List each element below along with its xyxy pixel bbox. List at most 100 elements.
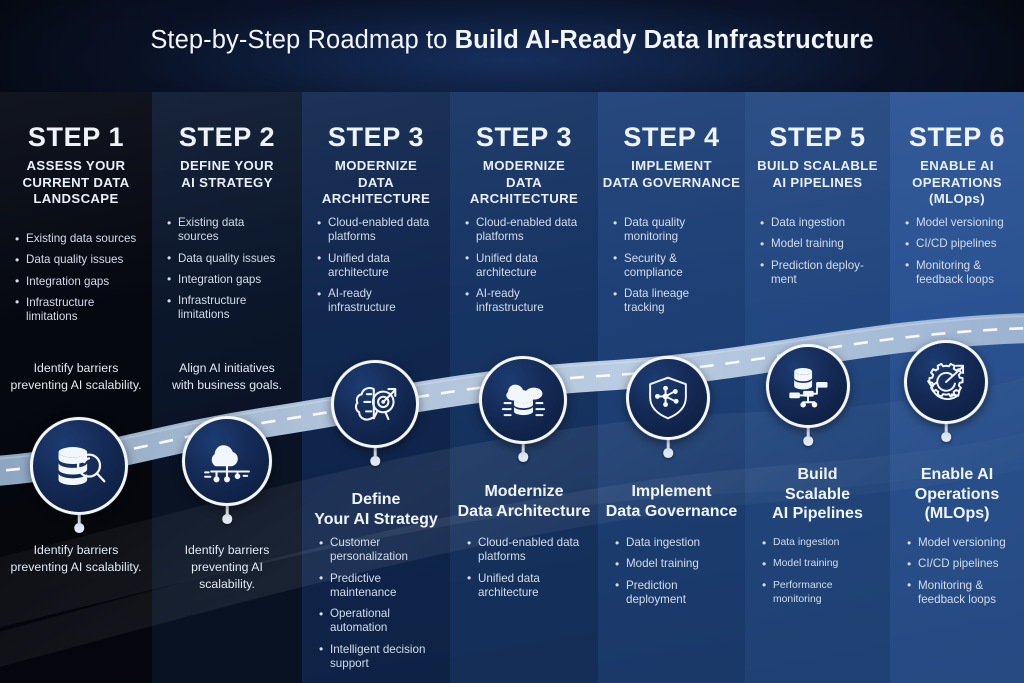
bullet-item: Integration gaps <box>14 274 138 289</box>
bullet-item: Cloud-enabled data platforms <box>316 216 436 245</box>
bullet-item: Model training <box>614 557 729 572</box>
step-medallion-2 <box>182 416 272 532</box>
step-medallion-4 <box>479 356 567 470</box>
header-banner: Step-by-Step Roadmap to Build AI-Ready D… <box>0 0 1024 92</box>
bullet-item: Existing data sources <box>14 231 138 246</box>
step-bullets-4: Cloud-enabled data platformsUnified data… <box>450 216 598 323</box>
step-bullets-7: Model versioningCI/CD pipelinesMonitorin… <box>890 215 1024 294</box>
step-number-1: STEP 1 <box>27 122 125 152</box>
bullet-item: Prediction deployment <box>614 578 729 608</box>
bullet-item: Data quality issues <box>166 251 288 266</box>
bullet-item: Integration gaps <box>166 272 288 287</box>
medallion-knob <box>663 448 673 458</box>
bullet-item: Data quality monitoring <box>612 216 731 245</box>
step-medallion-1 <box>30 417 128 541</box>
bullet-item: Cloud-enabled data platforms <box>466 536 582 565</box>
medallion-knob <box>74 523 84 533</box>
bullet-item: Infrastructure limitations <box>166 294 288 323</box>
step-number-3: STEP 3 <box>327 122 425 152</box>
bullet-item: Data ingestion <box>614 535 729 550</box>
bullet-item: CI/CD pipelines <box>904 237 1010 252</box>
bullet-item: AI-ready infrastructure <box>464 287 584 316</box>
medallion-knob <box>518 452 528 462</box>
bullet-item: Data quality issues <box>14 253 138 268</box>
step-bullets-3: Cloud-enabled data platformsUnified data… <box>302 216 450 323</box>
bullet-item: Data lineage tracking <box>612 287 731 316</box>
bullet-item: Intelligent decision support <box>318 642 434 672</box>
bullet-item: Unified data architecture <box>316 251 436 281</box>
shield-network-icon <box>626 356 710 440</box>
step-bottom-bullets-3: Customer personalizationPredictive maint… <box>302 536 450 678</box>
bullet-item: AI-ready infrastructure <box>316 287 436 316</box>
bullet-item: Model training <box>761 557 874 572</box>
bullet-item: Existing data sources <box>166 216 288 245</box>
step-bottom-bullets-4: Cloud-enabled data platformsUnified data… <box>450 536 598 607</box>
medallion-knob <box>941 432 951 442</box>
medallion-knob <box>222 514 232 524</box>
bullet-item: Operational automation <box>318 607 434 636</box>
bullet-item: Customer personalization <box>318 536 434 565</box>
step-medallion-6 <box>766 344 850 454</box>
bullet-item: Model training <box>759 237 876 252</box>
cloud-network-icon <box>182 416 272 506</box>
bullet-item: Data ingestion <box>759 215 876 230</box>
bullet-item: Unified data architecture <box>464 251 584 281</box>
bullet-item: Security & compliance <box>612 251 731 281</box>
title-light: Step-by-Step Roadmap to <box>150 26 455 54</box>
bullet-item: Monitoring & feedback loops <box>904 258 1010 288</box>
medallion-knob <box>370 456 380 466</box>
bullet-item: Model versioning <box>904 215 1010 230</box>
database-pipeline-icon <box>766 344 850 428</box>
database-search-icon <box>30 417 128 515</box>
step-medallion-7 <box>904 340 988 450</box>
step-bottom-bullets-7: Model versioningCI/CD pipelinesMonitorin… <box>890 535 1024 614</box>
step-medallion-5 <box>626 356 710 466</box>
gear-arrows-icon <box>904 340 988 424</box>
title-bold: Build AI-Ready Data Infrastructure <box>454 26 874 54</box>
bullet-item: Performance monitoring <box>761 578 874 608</box>
cloud-database-icon <box>479 356 567 444</box>
step-bullets-1: Existing data sourcesData quality issues… <box>0 231 152 331</box>
page-title: Step-by-Step Roadmap to Build AI-Ready D… <box>0 26 1024 55</box>
step-number-7: STEP 6 <box>908 122 1006 152</box>
brain-target-icon <box>331 360 419 448</box>
step-bottom-bullets-6: Data ingestionModel trainingPerformance … <box>745 535 890 614</box>
medallion-knob <box>803 436 813 446</box>
bullet-item: CI/CD pipelines <box>906 557 1008 572</box>
bullet-item: Model versioning <box>906 535 1008 550</box>
step-bullets-2: Existing data sourcesData quality issues… <box>152 216 302 330</box>
step-bullets-6: Data ingestionModel trainingPrediction d… <box>745 215 890 294</box>
bullet-item: Predictive maintenance <box>318 571 434 601</box>
step-number-2: STEP 2 <box>178 122 276 152</box>
bullet-item: Cloud-enabled data platforms <box>464 216 584 245</box>
bullet-item: Prediction deploy-ment <box>759 258 876 288</box>
step-number-4: STEP 3 <box>475 122 573 152</box>
bullet-item: Data ingestion <box>761 535 874 550</box>
step-bullets-5: Data quality monitoringSecurity & compli… <box>598 216 745 323</box>
step-number-5: STEP 4 <box>623 122 720 152</box>
bullet-item: Unified data architecture <box>466 571 582 601</box>
bullet-item: Infrastructure limitations <box>14 295 138 325</box>
step-medallion-3 <box>331 360 419 474</box>
bullet-item: Monitoring & feedback loops <box>906 578 1008 608</box>
step-bottom-bullets-5: Data ingestionModel trainingPrediction d… <box>598 535 745 614</box>
step-number-6: STEP 5 <box>769 122 866 152</box>
